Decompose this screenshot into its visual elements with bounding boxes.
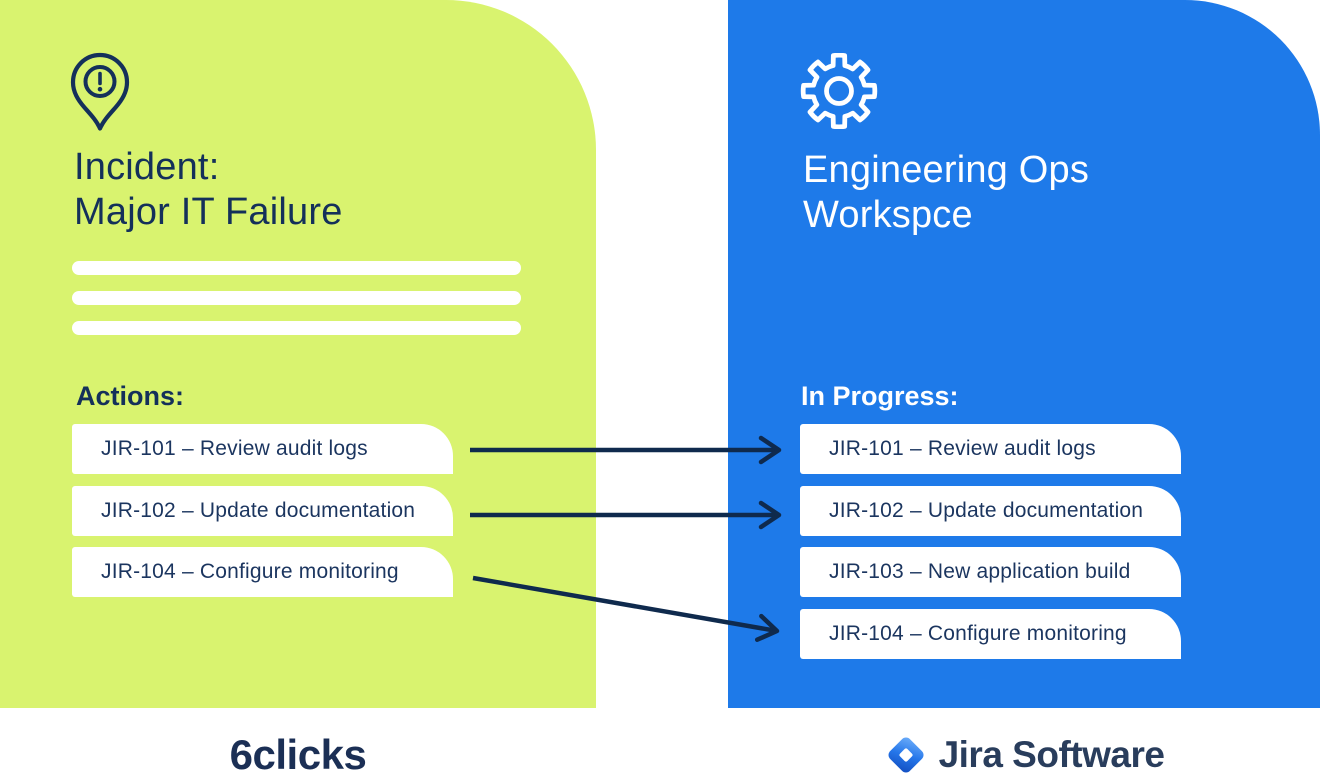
task-item-jir-102[interactable]: JIR-102 – Update documentation: [800, 485, 1181, 536]
incident-title-line2: Major IT Failure: [74, 191, 343, 233]
action-item-jir-102[interactable]: JIR-102 – Update documentation: [72, 485, 453, 536]
incident-panel: Incident: Major IT Failure Actions: JIR-…: [0, 0, 596, 708]
placeholder-line: [72, 261, 521, 275]
jira-software-logo: Jira Software: [728, 728, 1320, 782]
action-item-jir-101[interactable]: JIR-101 – Review audit logs: [72, 424, 453, 474]
jira-diamond-icon: [888, 737, 924, 773]
workspace-title: Engineering Ops Workspce: [803, 148, 1089, 238]
actions-list: JIR-101 – Review audit logs JIR-102 – Up…: [72, 424, 453, 609]
task-item-jir-104[interactable]: JIR-104 – Configure monitoring: [800, 608, 1181, 659]
incident-pin-icon: [70, 52, 130, 131]
workspace-title-line1: Engineering Ops: [803, 149, 1090, 191]
in-progress-label: In Progress:: [801, 381, 959, 411]
task-item-jir-101[interactable]: JIR-101 – Review audit logs: [800, 424, 1181, 474]
actions-label: Actions:: [76, 381, 184, 411]
workspace-title-line2: Workspce: [803, 194, 973, 236]
placeholder-line: [72, 291, 521, 305]
gear-icon: [800, 53, 878, 129]
placeholder-line: [72, 321, 521, 335]
incident-title-line1: Incident:: [74, 146, 220, 188]
in-progress-list: JIR-101 – Review audit logs JIR-102 – Up…: [800, 424, 1181, 670]
incident-title: Incident: Major IT Failure: [74, 145, 343, 235]
task-item-jir-103[interactable]: JIR-103 – New application build: [800, 547, 1181, 597]
jira-wordmark: Jira Software: [938, 734, 1165, 775]
6clicks-logo: 6clicks: [229, 731, 367, 778]
action-item-jir-104[interactable]: JIR-104 – Configure monitoring: [72, 547, 453, 597]
jira-workspace-panel: Engineering Ops Workspce In Progress: JI…: [728, 0, 1320, 708]
